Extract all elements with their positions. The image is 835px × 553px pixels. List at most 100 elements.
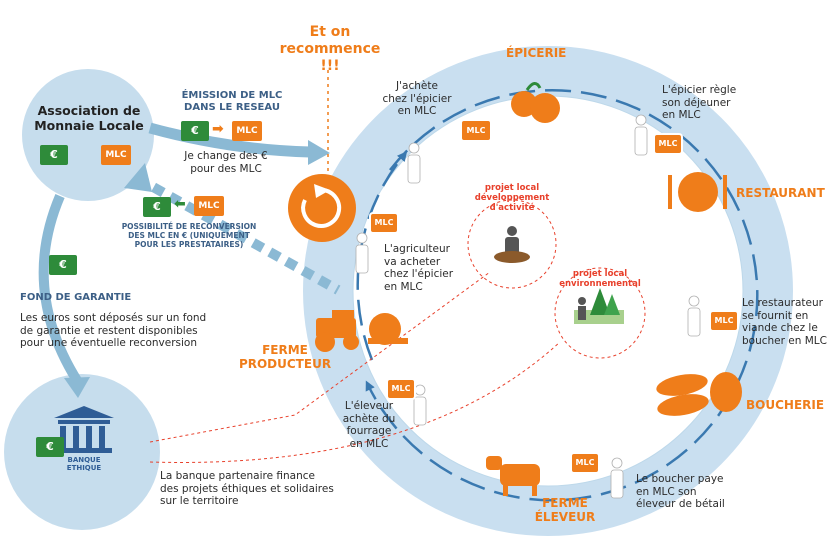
association-title: Association de Monnaie Locale: [34, 103, 144, 133]
emission-text-line: Je change des €: [184, 150, 268, 162]
euro-banknote: €: [40, 145, 68, 165]
text-line: en MLC: [662, 109, 701, 122]
station-line: PRODUCTEUR: [238, 357, 332, 372]
station-restaurant: RESTAURANT: [736, 186, 825, 200]
text-line: achète du: [342, 412, 396, 425]
text-boucher-paye: Le boucher paye en MLC son éleveur de bé…: [636, 473, 756, 511]
mlc-tag: MLC: [386, 378, 416, 400]
euro-banknote: €: [36, 437, 64, 457]
sausage-icon: [656, 372, 742, 416]
reconversion-text-line: DES MLC EN € (UNIQUEMENT: [128, 231, 250, 240]
association-title-line: Monnaie Locale: [34, 118, 144, 133]
project-line: environnemental: [559, 279, 641, 290]
text-line: en MLC son: [636, 485, 697, 498]
bank-text: La banque partenaire finance des projets…: [160, 470, 360, 508]
station-line: ÉLEVEUR: [534, 510, 596, 525]
cow-icon: [486, 456, 540, 496]
emission-text-line: pour des MLC: [190, 162, 262, 175]
text-line: viande chez le: [742, 322, 818, 335]
text-line: L'éleveur: [344, 400, 394, 412]
restart-icon-glyph: [301, 188, 342, 228]
project-line: projet local: [572, 269, 628, 279]
mlc-tag: MLC: [709, 310, 739, 332]
emission-link-arrow: [308, 140, 330, 165]
bank-text-line: sur le territoire: [160, 495, 239, 508]
plate-icon: [668, 172, 727, 212]
restart-icon: [288, 174, 356, 242]
text-line: Le restaurateur: [742, 297, 823, 309]
emission-link: [148, 122, 311, 158]
mlc-banknote: MLC: [101, 145, 131, 165]
bank-label-line: BANQUE: [67, 456, 101, 464]
text-line: chez l'épicier: [384, 268, 454, 281]
project-activite-label: projet local développement d'activité: [466, 183, 558, 214]
wood-worker-icon: [494, 226, 530, 263]
project-line: d'activité: [489, 203, 535, 214]
recommence-line: Et on: [309, 24, 351, 40]
mlc-banknote: MLC: [232, 121, 262, 141]
fond-link-arrow: [64, 377, 90, 398]
bank-text-line: La banque partenaire finance: [160, 470, 315, 482]
text-line: se fournit en: [742, 309, 809, 322]
arrow-icon: ➡: [212, 121, 224, 137]
fond-text-line: de garantie et restent disponibles: [20, 324, 198, 337]
project-environnement-label: projet local environnemental: [555, 269, 645, 289]
mlc-tag: MLC: [369, 212, 399, 234]
text-line: fourrage: [346, 425, 392, 438]
text-line: J'achète: [396, 80, 438, 92]
text-epicier-regle: L'épicier règle son déjeuner en MLC: [662, 84, 782, 122]
project-line: projet local: [484, 183, 540, 193]
fond-link: [38, 194, 83, 385]
fond-text-line: pour une éventuelle reconversion: [20, 337, 198, 350]
fond-text-line: Les euros sont déposés sur un fond: [20, 312, 207, 324]
euro-banknote: €: [143, 197, 171, 217]
text-agriculteur: L'agriculteur va acheter chez l'épicier …: [384, 243, 494, 293]
project-environnement-circle: [554, 267, 646, 359]
text-achete-epicier: J'achète chez l'épicier en MLC: [362, 80, 472, 118]
recommence-title: Et on recommence !!!: [270, 24, 390, 74]
fond-title: FOND DE GARANTIE: [20, 292, 132, 303]
finance-line-activite: [149, 271, 491, 443]
finance-line-environnement: [149, 341, 561, 463]
emission-text: Je change des € pour des MLC: [176, 150, 276, 175]
text-line: éleveur de bétail: [636, 498, 725, 511]
bank-label: BANQUE ETHIQUE: [60, 456, 108, 473]
restart-icon-head: [314, 184, 330, 198]
recommence-line: recommence !!!: [279, 40, 381, 74]
reconversion-text-line: POSSIBILITÉ DE RECONVERSION: [121, 222, 257, 231]
text-eleveur: L'éleveur achète du fourrage en MLC: [332, 400, 406, 450]
text-restaurateur: Le restaurateur se fournit en viande che…: [742, 297, 835, 347]
project-line: développement: [474, 193, 550, 204]
text-line: son déjeuner: [662, 96, 731, 109]
text-line: en MLC: [349, 437, 389, 450]
text-line: L'agriculteur: [384, 243, 450, 255]
reconversion-text-line: POUR LES PRESTATAIRES): [134, 240, 244, 249]
person-icon: [355, 114, 701, 499]
station-line: FERME: [262, 343, 308, 357]
emission-title: ÉMISSION DE MLC DANS LE RESEAU: [172, 90, 292, 114]
environment-icon: [574, 288, 624, 324]
tractor-icon: [315, 310, 408, 352]
emission-title-line: ÉMISSION DE MLC: [181, 90, 283, 101]
euro-banknote: €: [49, 255, 77, 275]
reconversion-link: [134, 173, 341, 295]
text-line: en MLC: [384, 280, 423, 293]
mlc-banknote: MLC: [194, 196, 224, 216]
station-ferme-producteur: FERME PRODUCTEUR: [230, 343, 340, 372]
reconversion-arrow: [124, 163, 152, 192]
reconversion-text: POSSIBILITÉ DE RECONVERSION DES MLC EN €…: [114, 222, 264, 249]
emission-title-line: DANS LE RESEAU: [184, 102, 280, 113]
euro-banknote: €: [181, 121, 209, 141]
association-circle: [22, 69, 154, 201]
mlc-tag: MLC: [570, 452, 600, 474]
exchange-ring: [303, 46, 793, 536]
fruit-basket-icon: [511, 82, 560, 123]
mlc-tag: MLC: [653, 133, 683, 155]
text-line: en MLC: [397, 105, 437, 118]
text-line: boucher en MLC: [742, 334, 827, 347]
text-line: Le boucher paye: [636, 473, 724, 485]
station-ferme-eleveur: FERME ÉLEVEUR: [520, 496, 610, 525]
bank-label-line: ETHIQUE: [66, 464, 102, 473]
